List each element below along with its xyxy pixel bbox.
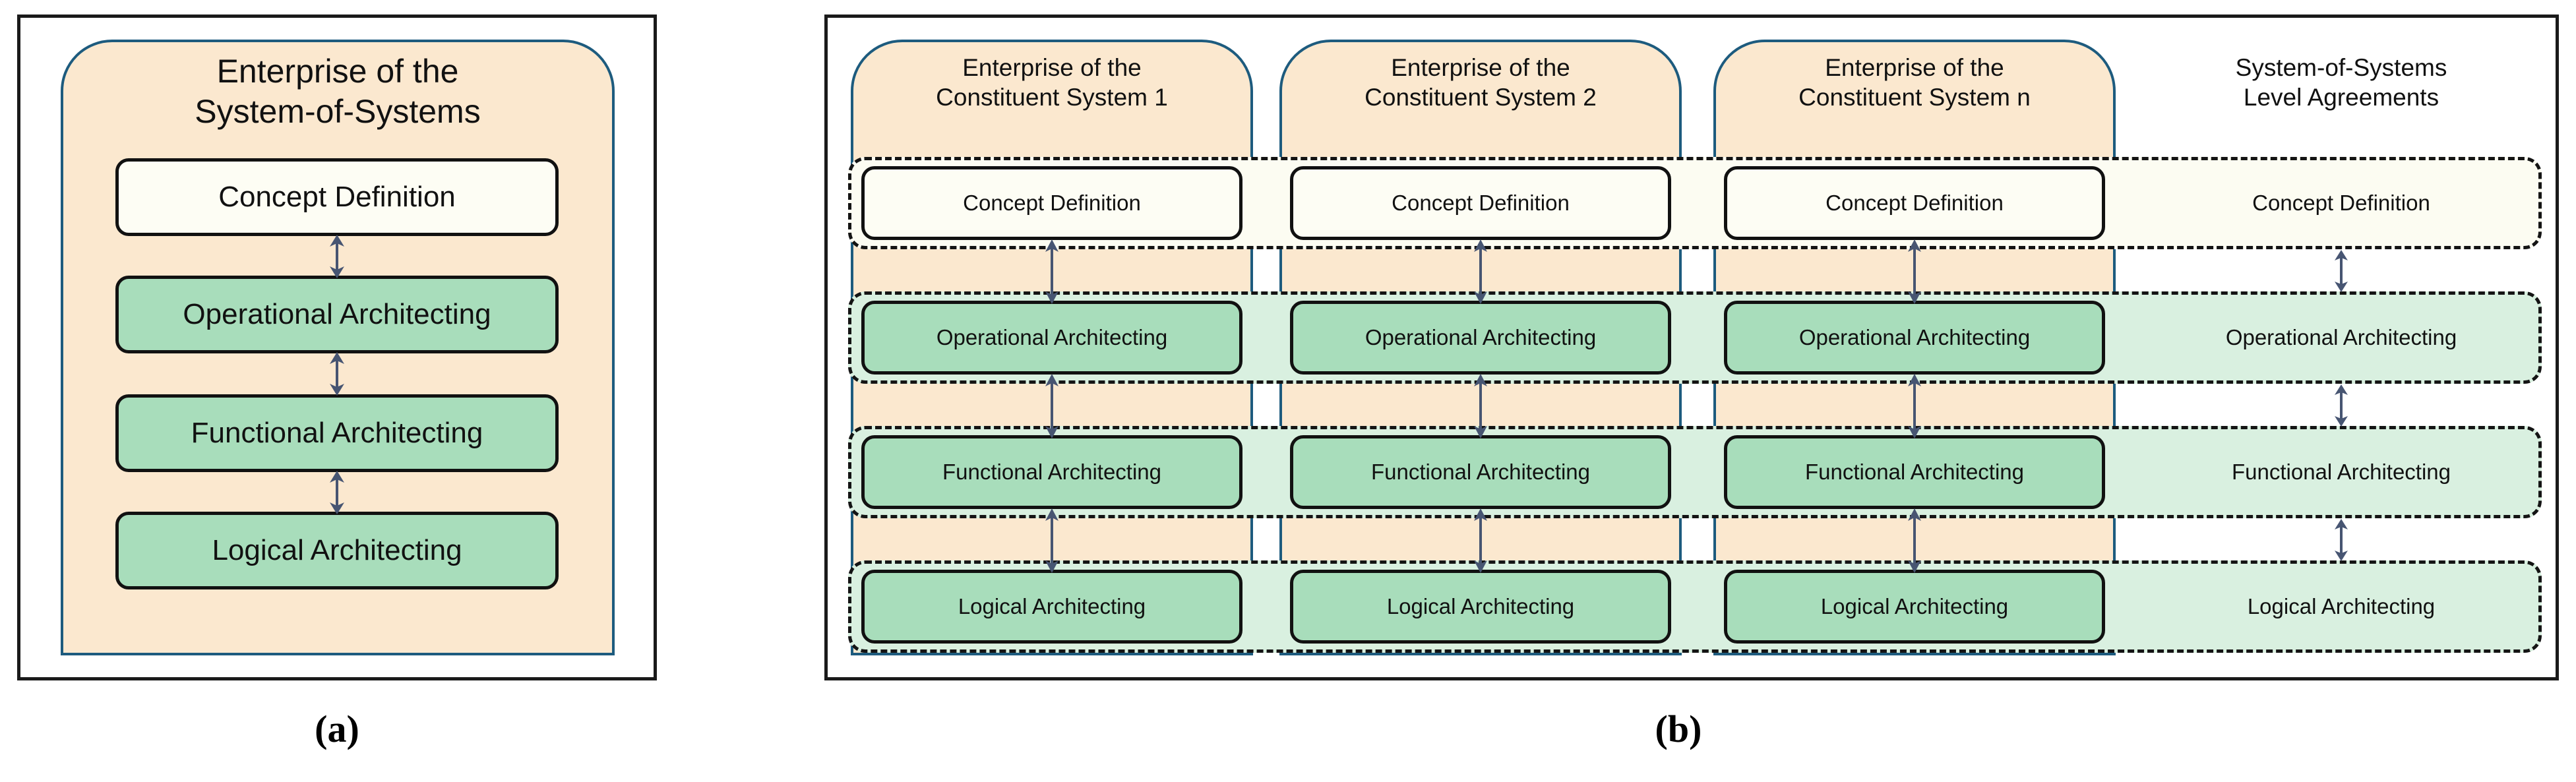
panel-b-cell-cs2-logical-architecting[interactable]: Logical Architecting bbox=[1290, 570, 1671, 644]
panel-b-cell-cs1-logical-architecting[interactable]: Logical Architecting bbox=[861, 570, 1242, 644]
panel-b-arrow-cs1-functional-logical bbox=[1045, 508, 1058, 573]
panel-b-cell-label: Logical Architecting bbox=[958, 593, 1146, 618]
panel-b-cell-csn-operational-architecting[interactable]: Operational Architecting bbox=[1724, 301, 2105, 375]
panel-b-cell-csn-logical-architecting[interactable]: Logical Architecting bbox=[1724, 570, 2105, 644]
panel-b-arrow-csn-concept-operational bbox=[1908, 239, 1921, 304]
panel-b-cell-label: Logical Architecting bbox=[1386, 593, 1575, 618]
panel-a-caption: (a) bbox=[315, 707, 359, 750]
panel-a-stage-functional-architecting[interactable]: Functional Architecting bbox=[115, 394, 559, 472]
panel-a-stage-concept-definition[interactable]: Concept Definition bbox=[115, 158, 559, 236]
panel-b-cell-cs2-operational-architecting[interactable]: Operational Architecting bbox=[1290, 301, 1671, 375]
panel-b-cell-label: Functional Architecting bbox=[942, 459, 1161, 484]
panel-b-arrow-csn-functional-logical bbox=[1908, 508, 1921, 573]
panel-a-arrow-concept-operational bbox=[330, 235, 344, 278]
panel-b-cell-cs2-concept-definition[interactable]: Concept Definition bbox=[1290, 166, 1671, 240]
panel-b-arrow-sos-concept-operational bbox=[2335, 250, 2348, 292]
panel-b-arrow-cs1-operational-functional bbox=[1045, 374, 1058, 438]
panel-b-caption: (b) bbox=[1655, 707, 1702, 750]
panel-a-arrow-operational-functional bbox=[330, 352, 344, 396]
panel-b-cell-label: Concept Definition bbox=[1392, 190, 1570, 215]
panel-b-arrow-sos-operational-functional bbox=[2335, 384, 2348, 427]
panel-a-stage-label: Operational Architecting bbox=[183, 297, 491, 330]
panel-b-arrow-csn-operational-functional bbox=[1908, 374, 1921, 438]
panel-b-cell-csn-functional-architecting[interactable]: Functional Architecting bbox=[1724, 435, 2105, 509]
panel-b-cell-label: Concept Definition bbox=[1825, 190, 2004, 215]
panel-b-cell-csn-concept-definition[interactable]: Concept Definition bbox=[1724, 166, 2105, 240]
panel-b-cell-label: Functional Architecting bbox=[1804, 459, 2024, 484]
panel-b-cell-label: Operational Architecting bbox=[1365, 324, 1597, 349]
panel-b-cell-cs1-functional-architecting[interactable]: Functional Architecting bbox=[861, 435, 1242, 509]
panel-b-cell-cs1-operational-architecting[interactable]: Operational Architecting bbox=[861, 301, 1242, 375]
panel-a-stage-operational-architecting[interactable]: Operational Architecting bbox=[115, 276, 559, 353]
panel-a-stage-label: Concept Definition bbox=[218, 180, 456, 213]
panel-b-arrow-sos-functional-logical bbox=[2335, 519, 2348, 561]
panel-a-stage-label: Logical Architecting bbox=[212, 533, 462, 566]
panel-a-stage-logical-architecting[interactable]: Logical Architecting bbox=[115, 512, 559, 589]
panel-b-arrow-cs2-functional-logical bbox=[1474, 508, 1487, 573]
panel-b-arrow-cs2-concept-operational bbox=[1474, 239, 1487, 304]
panel-b-arrow-cs2-operational-functional bbox=[1474, 374, 1487, 438]
panel-b-cell-label: Operational Architecting bbox=[936, 324, 1168, 349]
panel-b-cell-label: Functional Architecting bbox=[1370, 459, 1590, 484]
panel-b-cell-label: Logical Architecting bbox=[1820, 593, 2009, 618]
panel-b-cell-cs1-concept-definition[interactable]: Concept Definition bbox=[861, 166, 1242, 240]
panel-b-cell-label: Operational Architecting bbox=[1798, 324, 2031, 349]
panel-a-arrow-functional-logical bbox=[330, 471, 344, 514]
panel-a-stage-label: Functional Architecting bbox=[191, 416, 483, 449]
panel-b-arrow-cs1-concept-operational bbox=[1045, 239, 1058, 304]
panel-b-cell-cs2-functional-architecting[interactable]: Functional Architecting bbox=[1290, 435, 1671, 509]
panel-b-cell-label: Concept Definition bbox=[963, 190, 1141, 215]
